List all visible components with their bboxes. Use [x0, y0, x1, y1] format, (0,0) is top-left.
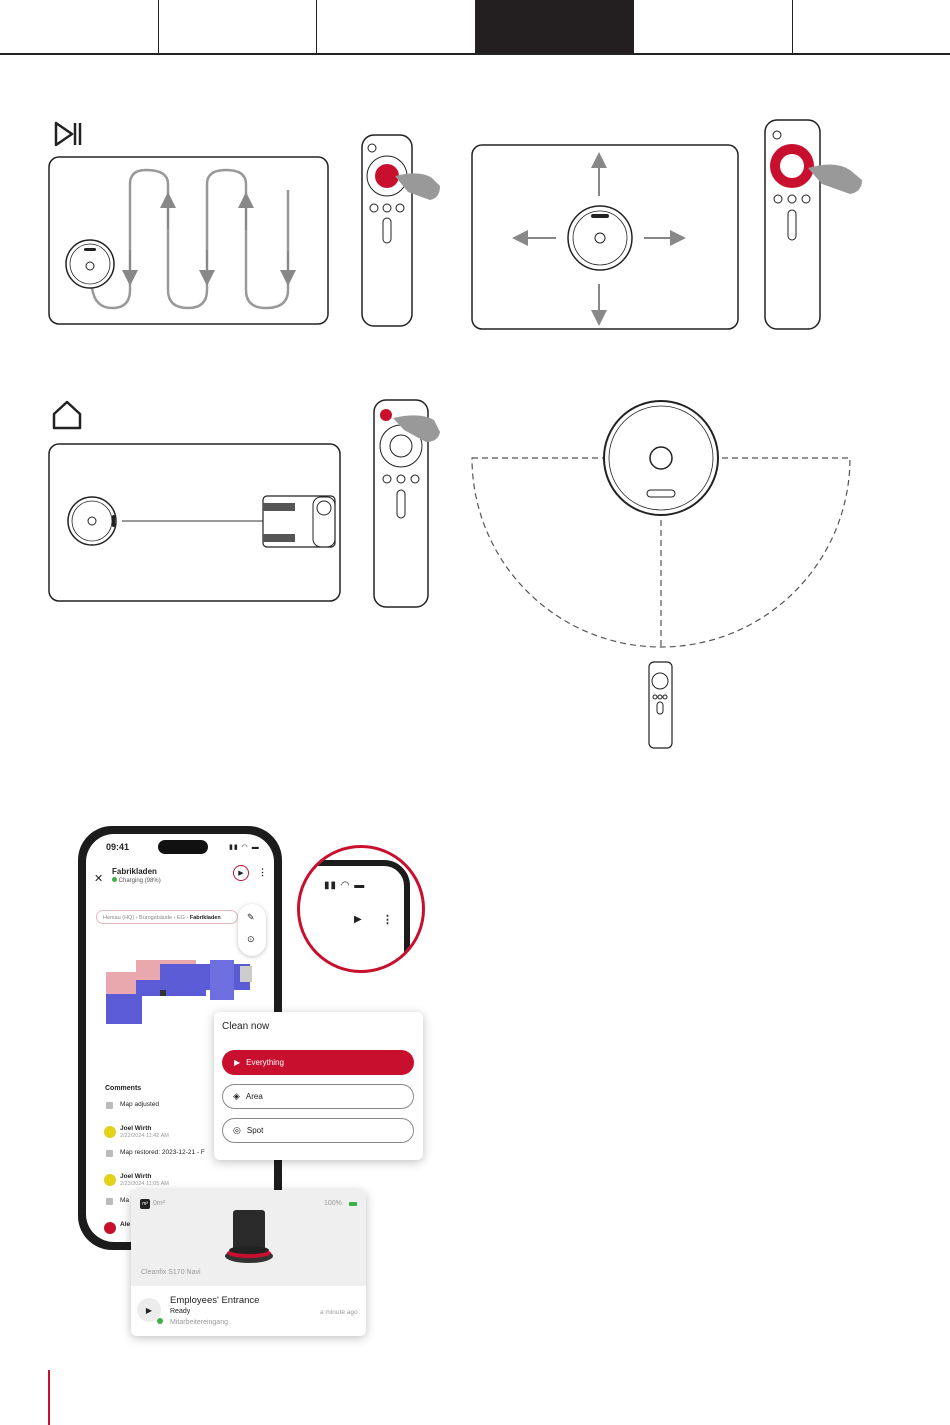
spot-option[interactable]: ◎ Spot [222, 1118, 414, 1143]
page-accent-line [48, 1370, 50, 1425]
section-tab-4-active [475, 0, 634, 53]
everything-option[interactable]: ▶ Everything [222, 1050, 414, 1075]
section-tab-2 [159, 0, 317, 53]
comment-date: 2/23/2024 11:05 AM [120, 1181, 169, 1187]
comment-author: Joel Wirth [120, 1125, 152, 1132]
floor-map [106, 960, 252, 1024]
battery-icon [349, 1202, 357, 1206]
avatar [104, 1222, 116, 1234]
robot-card[interactable]: m² 0m² 100% Cleanfix S170 Navi ▶ Employe… [131, 1190, 366, 1336]
comments-heading: Comments [105, 1085, 142, 1092]
breadcrumb-path: Hemau (HQ) › Bürogebäude › EG › [103, 915, 189, 921]
illustrations [48, 119, 862, 749]
avatar [104, 1126, 116, 1138]
comment-text: Ma [120, 1197, 130, 1204]
edit-icon[interactable]: ✎ [247, 912, 255, 922]
robot-state: Ready [170, 1308, 191, 1315]
status-dot [112, 877, 117, 882]
comment-date: 2/22/2024 11:42 AM [120, 1133, 169, 1139]
zoomed-phone-frame [300, 860, 410, 970]
comment-author-row: Ale [104, 1221, 266, 1242]
comment-author: Ale [120, 1221, 131, 1228]
layers-icon: ◈ [233, 1091, 240, 1101]
section-tab-5 [634, 0, 793, 53]
zoomed-signal-icons: ▮▮ ◠ ▬ [324, 880, 366, 891]
robot-model: Cleanfix S170 Navi [141, 1269, 201, 1276]
remote-range-diagram [471, 400, 851, 749]
area-value: 0m² [153, 1200, 166, 1207]
robot-time-ago: a minute ago [320, 1309, 358, 1316]
locate-icon[interactable]: ⊙ [247, 934, 255, 944]
comment-author: Joel Wirth [120, 1173, 152, 1180]
signal-icons: ▮▮ ◠ ▬ [229, 844, 260, 851]
home-icon [52, 400, 82, 430]
return-dock-panel [48, 443, 341, 602]
play-pause-icon [54, 121, 82, 147]
area-label: Area [245, 1092, 263, 1101]
comment-item: Ma [106, 1197, 266, 1219]
remote-control-home [373, 399, 440, 608]
avatar [104, 1174, 116, 1186]
play-button[interactable]: ▶ [233, 865, 249, 881]
more-icon[interactable]: ⋮ [258, 867, 267, 877]
comment-text: Map adjusted [120, 1101, 160, 1108]
zoomed-play-icon: ▶ [354, 914, 362, 925]
clean-now-title: Clean now [222, 1021, 270, 1032]
clean-now-menu: Clean now ▶ Everything ◈ Area ◎ Spot [214, 1012, 423, 1160]
area-option[interactable]: ◈ Area [222, 1084, 414, 1109]
comment-item: Map restored: 2023-12-21 - F [106, 1149, 266, 1171]
direction-panel [471, 144, 739, 330]
section-tab-bar [0, 0, 950, 55]
device-title: Fabrikladen [112, 867, 157, 876]
ready-dot [157, 1318, 163, 1324]
breadcrumb-current: Fabrikladen [189, 915, 221, 921]
remote-control-play [361, 134, 440, 327]
device-status: Charging (98%) [112, 877, 161, 884]
section-tab-3 [317, 0, 476, 53]
zigzag-cleaning-panel [48, 156, 329, 325]
play-icon: ▶ [234, 1058, 241, 1067]
robot-product-image [225, 1210, 273, 1263]
checkbox-icon [106, 1150, 113, 1157]
checkbox-icon [106, 1102, 113, 1109]
status-time: 09:41 [106, 842, 130, 852]
section-tab-1 [0, 0, 159, 53]
robot-location: Employees' Entrance [170, 1295, 260, 1306]
checkbox-icon [106, 1198, 113, 1205]
robot-sublocation: Mitarbeitereingang [170, 1319, 228, 1326]
zoomed-more-icon: ⋮ [382, 914, 393, 926]
area-icon: m² [140, 1199, 150, 1209]
remote-control-spot [764, 119, 862, 330]
comment-text: Map restored: 2023-12-21 - F [120, 1149, 205, 1156]
comment-item: Map adjusted [106, 1101, 266, 1123]
close-icon[interactable]: ✕ [94, 873, 104, 885]
map-tools: ✎ ⊙ [238, 904, 266, 956]
zoom-bubble: ▮▮ ◠ ▬ ▶ ⋮ [297, 845, 425, 973]
play-circle-button[interactable]: ▶ [137, 1298, 161, 1322]
everything-label: Everything [246, 1058, 284, 1067]
device-status-text: Charging (98%) [118, 878, 161, 884]
breadcrumb[interactable]: Hemau (HQ) › Bürogebäude › EG › Fabrikla… [96, 910, 238, 924]
dynamic-island [158, 840, 208, 854]
spot-label: Spot [246, 1126, 264, 1135]
battery-value: 100% [324, 1200, 342, 1207]
target-icon: ◎ [233, 1125, 241, 1135]
